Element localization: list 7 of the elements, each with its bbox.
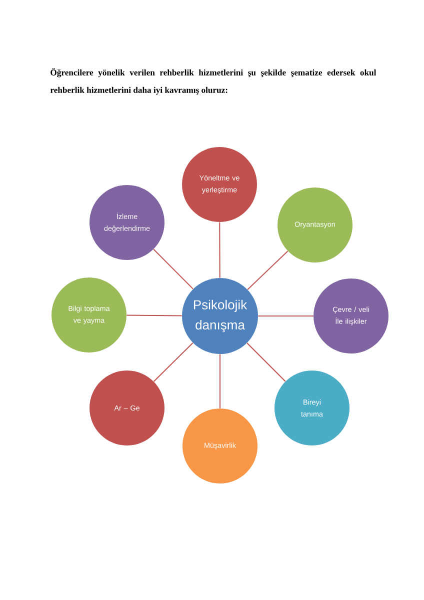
connector-line: [247, 250, 288, 290]
connector-line: [153, 248, 194, 290]
intro-paragraph: Öğrencilere yönelik verilen rehberlik hizmetlerini şu şekilde şematize edersek okul rehberlik hizmetlerini daha iyi kavramış oluruz:: [50, 68, 376, 95]
connector-line: [153, 342, 194, 382]
connector-line: [219, 222, 220, 278]
connector-line: [126, 314, 182, 316]
connector-line: [246, 342, 286, 382]
